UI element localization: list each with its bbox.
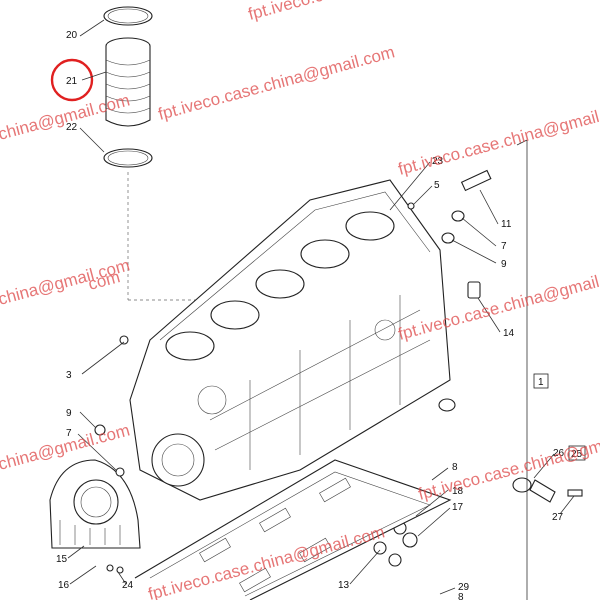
callout-5: 5 [434, 180, 440, 191]
callout-24: 24 [122, 580, 134, 591]
callout-26: 26 [553, 448, 565, 459]
callout-9-right: 9 [501, 259, 507, 270]
callout-16: 16 [58, 580, 70, 591]
callout-8-top: 8 [452, 462, 458, 473]
callout-11: 11 [501, 219, 512, 230]
callout-1: 1 [538, 377, 544, 388]
callout-25: 25 [571, 449, 583, 460]
callout-15: 15 [56, 554, 68, 565]
cylinder-liner-icon [103, 6, 210, 301]
callout-29: 29 [458, 582, 470, 593]
callout-3: 3 [66, 370, 72, 381]
callout-8-bottom: 8 [458, 592, 464, 600]
bolt-icon [94, 169, 583, 574]
callout-17: 17 [452, 502, 464, 513]
leader-lines [67, 19, 575, 595]
callout-7-left: 7 [66, 428, 72, 439]
callout-9-left: 9 [66, 408, 72, 419]
callout-25-box [568, 445, 586, 461]
callout-1-box [533, 373, 549, 389]
callout-23: 23 [432, 156, 444, 167]
callout-20: 20 [66, 30, 78, 41]
watermark: fpt.iveco.case.china@gmail.com [246, 0, 487, 24]
oil-pan-gasket-icon [134, 459, 452, 600]
callout-21: 21 [66, 76, 78, 87]
assembly-bracket-tick [516, 139, 528, 146]
callout-14: 14 [503, 328, 515, 339]
callout-27: 27 [552, 512, 564, 523]
highlight-ring [50, 58, 94, 102]
callout-18: 18 [452, 486, 464, 497]
watermark: fpt.iveco.case.china@gmail.com [396, 97, 600, 179]
watermark: fpt.iveco.case.china@gmail.com [156, 42, 397, 124]
engine-block-icon [129, 179, 451, 501]
callout-7-right: 7 [501, 241, 507, 252]
rear-seal-housing-icon [49, 459, 141, 549]
callout-13: 13 [338, 580, 350, 591]
callout-22: 22 [66, 122, 78, 133]
